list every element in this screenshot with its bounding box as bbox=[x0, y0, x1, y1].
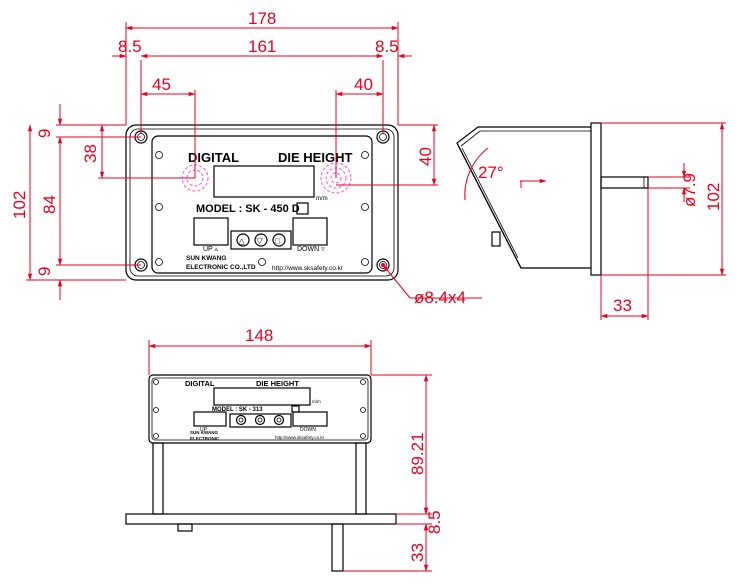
dim-hole-callout: ø8.4x4 bbox=[414, 288, 466, 307]
up-label: UP ▵ bbox=[203, 246, 219, 253]
button-down[interactable]: ▽ bbox=[254, 233, 268, 247]
dim-right-display-vertical: 40 bbox=[416, 147, 435, 166]
side-housing-outline bbox=[456, 126, 591, 269]
maker-line1: SUN KWANG bbox=[186, 255, 226, 262]
dim-shaft-diameter: ø7.9 bbox=[680, 173, 699, 207]
bottom-maker-line2: ELECTRONIC bbox=[190, 436, 220, 441]
dim-bottom-shaft-length: 33 bbox=[408, 543, 427, 562]
bottom-mount-plate bbox=[125, 513, 397, 525]
side-dimensions: 27° ø7.9 102 33 bbox=[464, 122, 726, 320]
front-dimensions: 178 161 8.5 8.5 45 40 9 bbox=[10, 9, 482, 307]
button-set-icon: □ bbox=[275, 237, 280, 246]
dim-tilt-angle: 27° bbox=[478, 163, 504, 182]
dim-top-margin: 9 bbox=[35, 129, 54, 138]
bottom-down-label: DOWN bbox=[300, 427, 316, 433]
side-shaft bbox=[600, 176, 649, 189]
bottom-down-key-window bbox=[292, 411, 328, 427]
front-view: DIGITAL DIE HEIGHT m/m MODEL : SK - 450 … bbox=[10, 9, 482, 307]
button-set[interactable]: □ bbox=[272, 233, 286, 247]
up-key-window bbox=[193, 217, 229, 246]
bottom-button-strip bbox=[229, 413, 292, 428]
down-key-window bbox=[292, 217, 328, 246]
front-panel-face bbox=[151, 135, 373, 274]
dim-hole-pitch: 161 bbox=[248, 37, 276, 56]
front-plate-outline bbox=[125, 124, 399, 281]
dim-side-height: 102 bbox=[704, 183, 723, 211]
bottom-shaft bbox=[331, 523, 344, 572]
bottom-left-leg bbox=[152, 442, 164, 515]
maker-url: http://www.sksafety.co.kr bbox=[272, 265, 344, 272]
side-connector bbox=[491, 231, 501, 247]
bottom-unit-label: m/m bbox=[312, 399, 321, 404]
dim-overall-height: 102 bbox=[10, 191, 29, 219]
lcd-display-window bbox=[213, 165, 315, 198]
dim-right-margin: 8.5 bbox=[375, 37, 399, 56]
bottom-view: DIGITAL DIE HEIGHT m/m MODEL : SK - 313 … bbox=[125, 326, 444, 572]
button-strip bbox=[230, 230, 292, 250]
button-up[interactable]: △ bbox=[236, 233, 250, 247]
bottom-url: http://www.sksafety.co.kr bbox=[275, 435, 325, 440]
bottom-up-key-window bbox=[193, 411, 227, 427]
bottom-connector bbox=[177, 523, 193, 532]
model-checkbox bbox=[296, 202, 309, 215]
front-plate-inner bbox=[129, 128, 395, 277]
dim-display-top: 38 bbox=[81, 144, 100, 163]
bottom-panel-face bbox=[148, 374, 372, 444]
dim-display-right: 40 bbox=[354, 75, 373, 94]
dim-bottom-margin: 9 bbox=[35, 267, 54, 276]
bottom-maker-line1: SUN KWANG bbox=[190, 430, 218, 435]
down-label: DOWN ▿ bbox=[297, 246, 325, 253]
bottom-up-label: UP bbox=[200, 427, 208, 433]
button-up-icon: △ bbox=[239, 237, 246, 246]
unit-label: m/m bbox=[316, 196, 328, 202]
bottom-title-left: DIGITAL bbox=[185, 379, 215, 388]
dim-flange-thickness: 8.5 bbox=[425, 510, 444, 534]
side-mount-plate bbox=[590, 122, 602, 276]
dim-display-left: 45 bbox=[152, 75, 171, 94]
panel-screws bbox=[155, 151, 369, 266]
panel-title-left: DIGITAL bbox=[188, 150, 239, 165]
bottom-dimensions: 148 89.21 8.5 33 bbox=[148, 326, 444, 572]
maker-line2: ELECTRONIC CO.,LTD bbox=[186, 264, 256, 271]
bottom-lcd-window bbox=[213, 387, 311, 406]
bottom-right-leg bbox=[355, 442, 367, 515]
dim-shaft-length: 33 bbox=[613, 296, 632, 315]
model-label: MODEL : SK - 450 D bbox=[196, 203, 300, 215]
dim-bottom-height: 89.21 bbox=[408, 432, 427, 475]
panel-title-right: DIE HEIGHT bbox=[278, 150, 352, 165]
side-view: 27° ø7.9 102 33 bbox=[456, 122, 726, 320]
button-down-icon: ▽ bbox=[257, 237, 264, 246]
bottom-title-right: DIE HEIGHT bbox=[256, 379, 299, 388]
dim-hole-vertical-pitch: 84 bbox=[40, 195, 59, 214]
dim-overall-width: 178 bbox=[248, 9, 276, 28]
dim-bottom-width: 148 bbox=[245, 326, 273, 345]
bottom-model-label: MODEL : SK - 313 bbox=[212, 407, 263, 413]
dim-left-margin: 8.5 bbox=[118, 37, 142, 56]
